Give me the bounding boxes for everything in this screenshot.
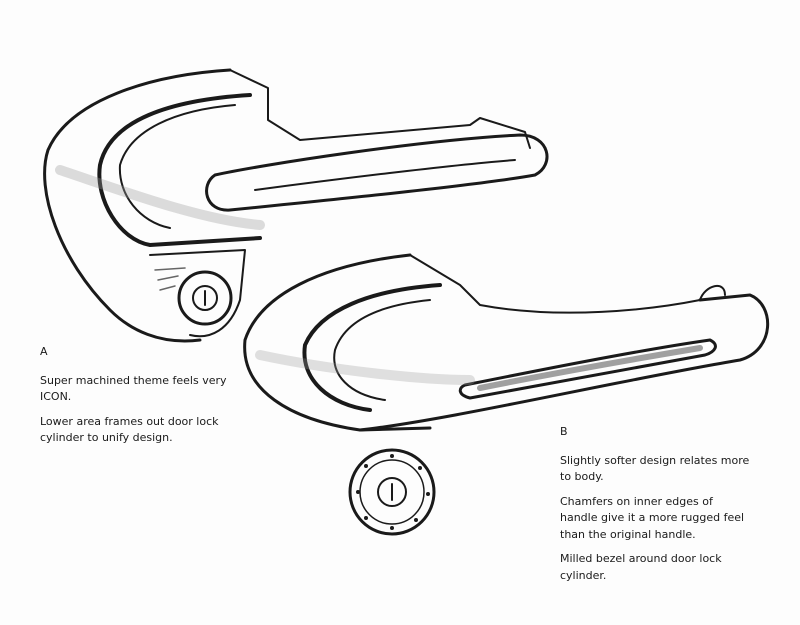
concept-a-notes: A Super machined theme feels very ICON. … xyxy=(40,344,230,455)
lock-cylinder-b-icon xyxy=(377,477,407,507)
concept-a-note-1: Super machined theme feels very ICON. xyxy=(40,373,227,404)
lock-cylinder-a-icon xyxy=(177,270,233,326)
concept-b-note-2: Chamfers on inner edges of handle give i… xyxy=(560,494,745,541)
handle-a-drawing xyxy=(43,68,549,343)
concept-b-note-3: Milled bezel around door lock cylinder. xyxy=(560,552,722,582)
handle-b-drawing xyxy=(243,253,770,432)
concept-b-notes: B Slightly softer design relates more to… xyxy=(560,424,750,592)
concept-b-label: B xyxy=(560,425,568,438)
concept-b-note-1: Slightly softer design relates more to b… xyxy=(560,453,750,484)
concept-a-note-2: Lower area frames out door lock cylinder… xyxy=(40,414,219,445)
concept-a-label: A xyxy=(40,345,48,358)
lock-bezel-drawing xyxy=(348,448,436,536)
